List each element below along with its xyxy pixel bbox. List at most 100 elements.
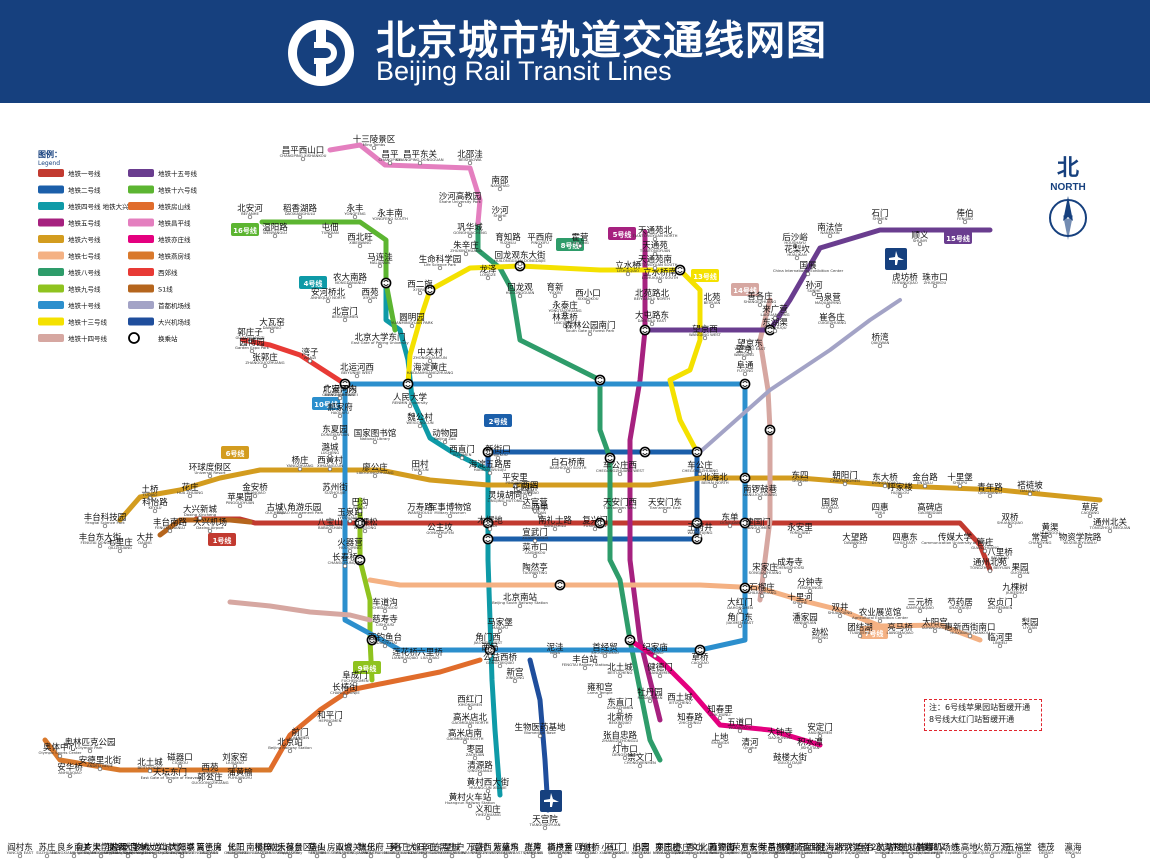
station-dot — [802, 623, 808, 629]
station-dot — [269, 328, 275, 334]
station-dot — [327, 233, 333, 239]
station-name-en: YANSHAN — [308, 850, 326, 855]
legend-item: 地铁房山线 — [128, 202, 191, 211]
station-name: 建国门 — [745, 517, 771, 528]
station-name-en: MALIANWA — [370, 260, 391, 265]
station-name-en: HUILONGGUAN DONGDAJIE — [494, 258, 546, 263]
station-name: 安河桥北 — [311, 287, 346, 298]
station-name-en: WANSHOULU — [408, 510, 433, 515]
line-14-west — [227, 599, 373, 623]
station-dot — [617, 471, 623, 477]
station-dot — [497, 186, 503, 192]
station-dot — [1077, 543, 1083, 549]
legend-swatch — [38, 317, 64, 326]
station-name-en: Olympic Park — [78, 745, 104, 750]
station-dot — [817, 638, 823, 644]
station-dot — [932, 283, 938, 289]
airport-icon — [885, 248, 907, 270]
station-name-en: MAGEZHUANG — [384, 850, 412, 855]
legend-label: 地铁房山线 — [158, 202, 191, 211]
station-name: 宣武门 — [522, 527, 548, 538]
station-dot — [787, 568, 793, 574]
svg-text:14号线: 14号线 — [733, 286, 757, 295]
interchange-icon — [128, 332, 140, 344]
station-name: 惠新西街南口 — [944, 622, 995, 633]
station-dot — [300, 156, 306, 162]
station-dot — [67, 773, 73, 779]
station-name: 天通苑 — [642, 240, 668, 251]
station-dot — [877, 618, 883, 624]
line-5 — [627, 229, 663, 723]
station-name-en: XIHUANGCUN — [317, 463, 343, 468]
station-name: T2航站楼 — [865, 842, 903, 853]
station-name: 马连洼 — [367, 252, 393, 263]
station-name: 双桥 — [1001, 512, 1019, 523]
station-dot — [417, 160, 423, 166]
legend-item: 地铁七号线 — [38, 251, 101, 261]
station-name-en: TONGZHOU BEIYUAN — [969, 565, 1010, 570]
station-name-en: Botanical Garden — [706, 850, 739, 855]
station-name: 东湖渠 — [762, 317, 788, 328]
station-dot — [747, 349, 753, 355]
station-dot — [352, 214, 358, 220]
station-name-en: PUHUANGYU — [228, 775, 252, 780]
station-dot — [197, 515, 203, 521]
station-name: 广渠门内 — [84, 842, 118, 853]
interchange-icon — [739, 378, 751, 390]
station-name-en: DALIANPO — [1020, 488, 1039, 493]
station-name: 北海北 — [702, 472, 728, 483]
station-name: 篱笆房 — [196, 842, 222, 853]
station-name-en: ZHANGGUOZHUANG — [245, 360, 284, 365]
station-name-en: HEPINGMEN — [319, 718, 342, 723]
station-name: 知春路 — [677, 712, 703, 723]
station-dot — [372, 473, 378, 479]
station-dot — [617, 741, 623, 747]
legend-item: 地铁十号线 — [38, 301, 101, 310]
station-name: 朝阳门 — [832, 470, 858, 481]
line-s1 — [157, 517, 253, 538]
station-dot — [602, 653, 608, 659]
station-dot — [917, 608, 923, 614]
station-name-en: JINTAILU — [916, 480, 933, 485]
station-name-en: XITUCHENG — [669, 700, 692, 705]
station-name: 奥林匹克公园 — [64, 737, 115, 748]
station-dot — [297, 214, 303, 220]
station-dot — [87, 748, 93, 754]
station-dot — [57, 753, 63, 759]
legend-label: 换乘站 — [158, 334, 178, 343]
line-15 — [642, 227, 993, 333]
station-dot — [697, 533, 703, 539]
station-name: 万源街 — [709, 842, 735, 853]
station-dot — [762, 573, 768, 579]
station-name-en: BEIYUNHE WEST — [341, 370, 373, 375]
station-dot — [577, 243, 583, 249]
station-name: 西红门 — [457, 694, 483, 705]
station-name: 西单 — [531, 502, 549, 513]
station-name-en: FUXINGMEN — [584, 523, 607, 528]
